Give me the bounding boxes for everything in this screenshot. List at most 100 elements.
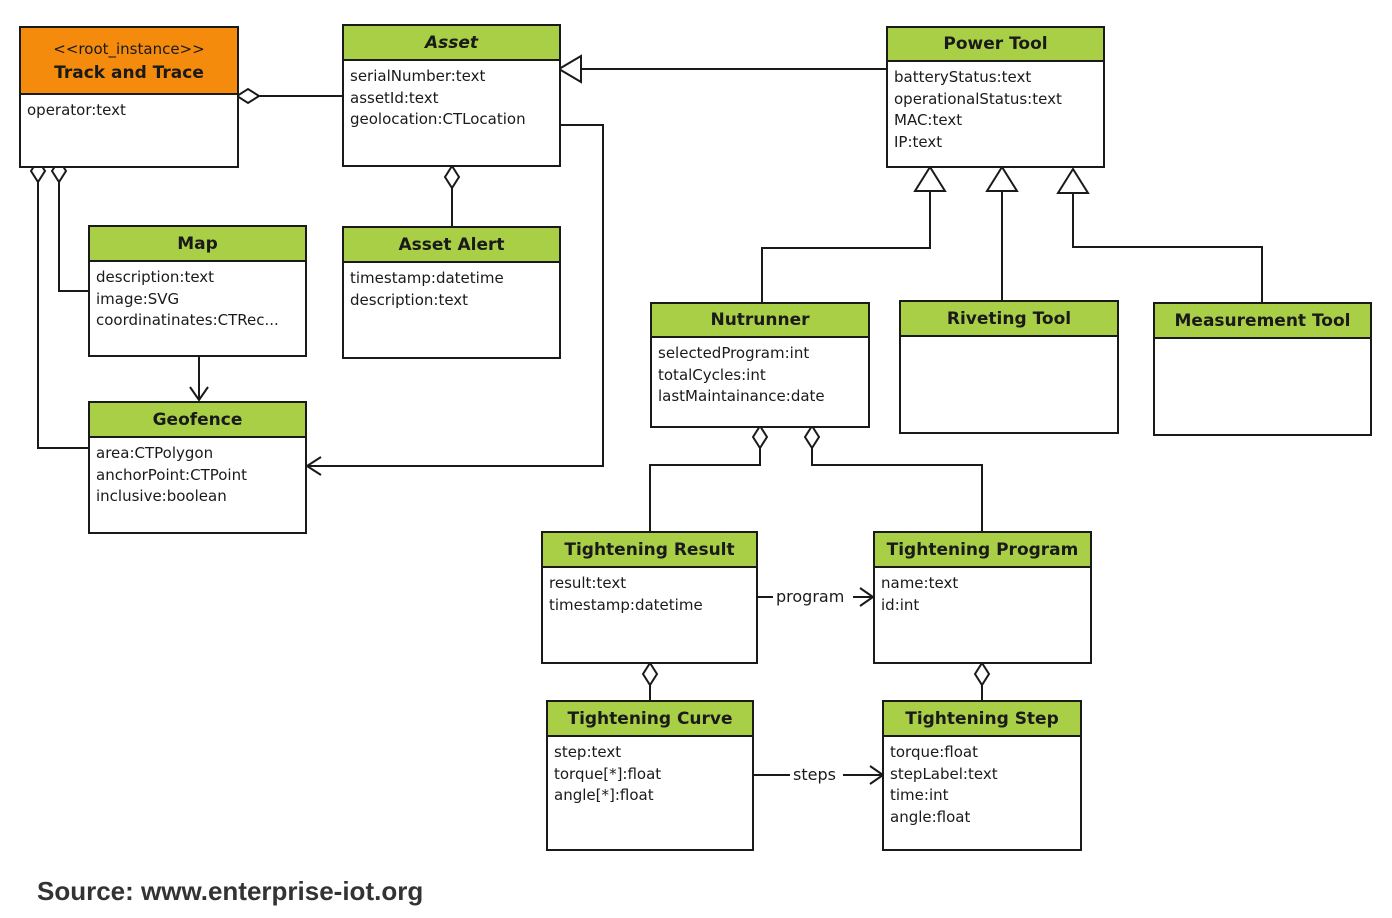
attribute: serialNumber:text [350,67,486,85]
aggregation-tt-geofence [37,182,89,449]
attribute: operator:text [27,101,126,119]
class-header: Geofence [90,403,305,438]
class-header: Map [90,227,305,262]
attribute: torque[*]:float [554,764,662,783]
class-header: Nutrunner [652,304,868,338]
attribute: id:int [881,595,920,614]
class-tightening-program: Tightening Program name:text id:int [873,531,1092,664]
class-tightening-step: Tightening Step torque:float stepLabel:t… [882,700,1082,851]
aggregation-tt-map [58,182,89,292]
aggregation-diamond-tt-asset [235,87,261,105]
class-name: Map [177,233,218,254]
aggregation-diamond-asset-alert [443,164,461,190]
attribute: geolocation:CTLocation [350,110,526,128]
attribute: IP:text [894,132,943,151]
attribute: area:CTPolygon [96,444,214,462]
class-name: Tightening Curve [567,708,733,729]
attribute: description:text [96,268,215,286]
class-measurement-tool: Measurement Tool [1153,302,1372,436]
class-name: Asset [424,32,479,53]
class-header: Riveting Tool [901,302,1117,337]
class-geofence: Geofence area:CTPolygon anchorPoint:CTPo… [88,401,307,534]
class-header: Power Tool [888,28,1103,62]
generalization-triangle-riveting [985,165,1019,192]
attribute: angle:float [890,807,971,826]
class-power-tool: Power Tool batteryStatus:text operationa… [886,26,1105,168]
arrowhead-asset-geofence [305,456,322,476]
aggregation-diamond-nutrunner-program [803,424,821,450]
attribute: name:text [881,574,959,592]
class-name: Track and Trace [54,62,204,83]
attribute: totalCycles:int [658,365,766,384]
arrowhead-map-geofence [189,386,209,402]
class-attributes: batteryStatus:text operationalStatus:tex… [888,62,1103,153]
class-name: Geofence [152,409,243,430]
attribute: time:int [890,786,949,804]
attribute: lastMaintainance:date [658,387,825,405]
class-header: Asset [344,26,559,61]
class-header: Tightening Program [875,533,1090,568]
class-attributes: result:text timestamp:datetime [543,568,756,616]
class-attributes: name:text id:int [875,568,1090,616]
class-name: Measurement Tool [1174,310,1351,331]
relation-label-program: program [773,587,848,607]
class-tightening-result: Tightening Result result:text timestamp:… [541,531,758,664]
attribute: assetId:text [350,88,439,107]
attribute: timestamp:datetime [549,595,703,614]
class-name: Nutrunner [710,310,810,330]
class-header: Tightening Step [884,702,1080,737]
class-attributes: description:text image:SVG coordinatinat… [90,262,305,332]
generalization-triangle-asset [557,54,582,84]
class-name: Tightening Step [905,708,1059,729]
generalization-triangle-measurement [1056,167,1090,194]
attribute: result:text [549,574,627,592]
class-asset-alert: Asset Alert timestamp:datetime descripti… [342,226,561,359]
attribute: angle[*]:float [554,786,654,804]
class-name: Power Tool [943,34,1048,54]
aggregation-diamond-nutrunner-result [751,424,769,450]
class-header: Tightening Result [543,533,756,568]
generalization-triangle-nutrunner [913,165,947,192]
class-name: Tightening Program [886,539,1079,560]
attribute: selectedProgram:int [658,344,810,362]
class-attributes: serialNumber:text assetId:text geolocati… [344,61,559,131]
class-attributes: timestamp:datetime description:text [344,263,559,311]
class-nutrunner: Nutrunner selectedProgram:int totalCycle… [650,302,870,428]
attribute: timestamp:datetime [350,269,504,287]
class-header: Measurement Tool [1155,304,1370,339]
class-asset: Asset serialNumber:text assetId:text geo… [342,24,561,167]
attribute: MAC:text [894,111,963,129]
attribute: anchorPoint:CTPoint [96,465,247,484]
class-attributes: torque:float stepLabel:text time:int ang… [884,737,1080,828]
class-riveting-tool: Riveting Tool [899,300,1119,434]
attribute: operationalStatus:text [894,89,1062,108]
class-header: <<root_instance>> Track and Trace [21,28,237,95]
attribute: inclusive:boolean [96,487,227,505]
source-caption: Source: www.enterprise-iot.org [37,876,424,906]
attribute: description:text [350,290,469,309]
aggregation-nutrunner-program [811,448,983,533]
generalization-measurement [1072,193,1263,302]
class-name: Asset Alert [398,234,505,255]
attribute: step:text [554,743,622,761]
aggregation-diamond-result-curve [641,661,659,687]
class-attributes: operator:text [21,95,237,122]
attribute: stepLabel:text [890,764,998,783]
class-attributes: area:CTPolygon anchorPoint:CTPoint inclu… [90,438,305,508]
class-track-and-trace: <<root_instance>> Track and Trace operat… [19,26,239,168]
attribute: image:SVG [96,289,180,308]
attribute: torque:float [890,743,978,761]
class-attributes: selectedProgram:int totalCycles:int last… [652,338,868,408]
association-asset-geofence [307,124,604,467]
class-attributes: step:text torque[*]:float angle[*]:float [548,737,752,807]
class-header: Tightening Curve [548,702,752,737]
class-name: Tightening Result [564,539,735,560]
relation-label-steps: steps [790,765,839,785]
class-map: Map description:text image:SVG coordinat… [88,225,307,357]
stereotype-label: <<root_instance>> [53,39,205,58]
class-tightening-curve: Tightening Curve step:text torque[*]:flo… [546,700,754,851]
aggregation-nutrunner-result [649,448,761,533]
generalization-nutrunner [761,191,931,304]
aggregation-diamond-program-step [973,661,991,687]
